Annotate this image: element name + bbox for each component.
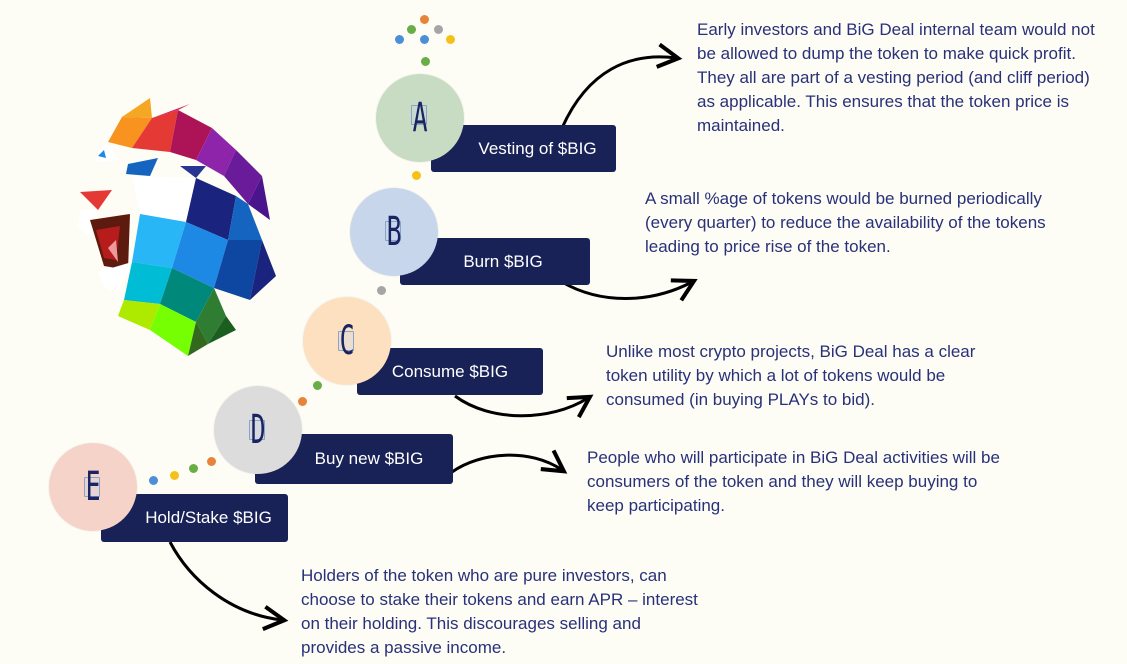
letter-icon (385, 221, 401, 241)
dot (446, 35, 455, 44)
step-a-letter: A (412, 95, 428, 141)
dot (412, 171, 421, 180)
dot (420, 15, 429, 24)
letter-icon (249, 420, 265, 440)
dot (420, 35, 429, 44)
letter-icon (338, 331, 354, 351)
step-d-letter: D (250, 407, 266, 453)
step-c-description: Unlike most crypto projects, BiG Deal ha… (606, 342, 976, 409)
arrow-d (451, 449, 568, 474)
dot (434, 25, 443, 34)
step-e-letter-wrap: E (49, 443, 137, 531)
letter-icon (84, 477, 100, 497)
dot (207, 457, 216, 466)
step-b-description: A small %age of tokens would be burned p… (645, 189, 1046, 256)
step-d-circle (214, 386, 302, 474)
step-b-letter: B (386, 209, 402, 255)
step-a-circle (376, 74, 464, 162)
step-e-circle (49, 443, 137, 531)
arrow-c (454, 394, 594, 419)
dot (149, 476, 158, 485)
arrow-e (168, 541, 289, 631)
step-c-letter: C (339, 318, 355, 364)
dot (395, 35, 404, 44)
step-b-circle (350, 188, 438, 276)
step-a-letter-wrap: A (376, 74, 464, 162)
step-e-letter: E (85, 464, 101, 510)
arrow-b (561, 278, 698, 302)
dot (189, 464, 198, 473)
dot (421, 57, 430, 66)
dot (377, 286, 386, 295)
dot (407, 25, 416, 34)
dot (298, 397, 307, 406)
step-a-label: Vesting of $BIG (431, 125, 616, 172)
dot (313, 381, 322, 390)
step-e-description: Holders of the token who are pure invest… (301, 566, 698, 657)
step-b-letter-wrap: B (350, 188, 438, 276)
step-d-letter-wrap: D (214, 386, 302, 474)
arrow-a (560, 42, 683, 129)
step-c-circle (303, 297, 391, 385)
step-a-description: Early investors and BiG Deal internal te… (697, 20, 1095, 135)
letter-icon (411, 105, 427, 125)
step-d-description: People who will participate in BiG Deal … (587, 448, 1000, 515)
step-c-letter-wrap: C (303, 297, 391, 385)
lion-logo-shapes (78, 98, 276, 356)
dot (170, 471, 179, 480)
